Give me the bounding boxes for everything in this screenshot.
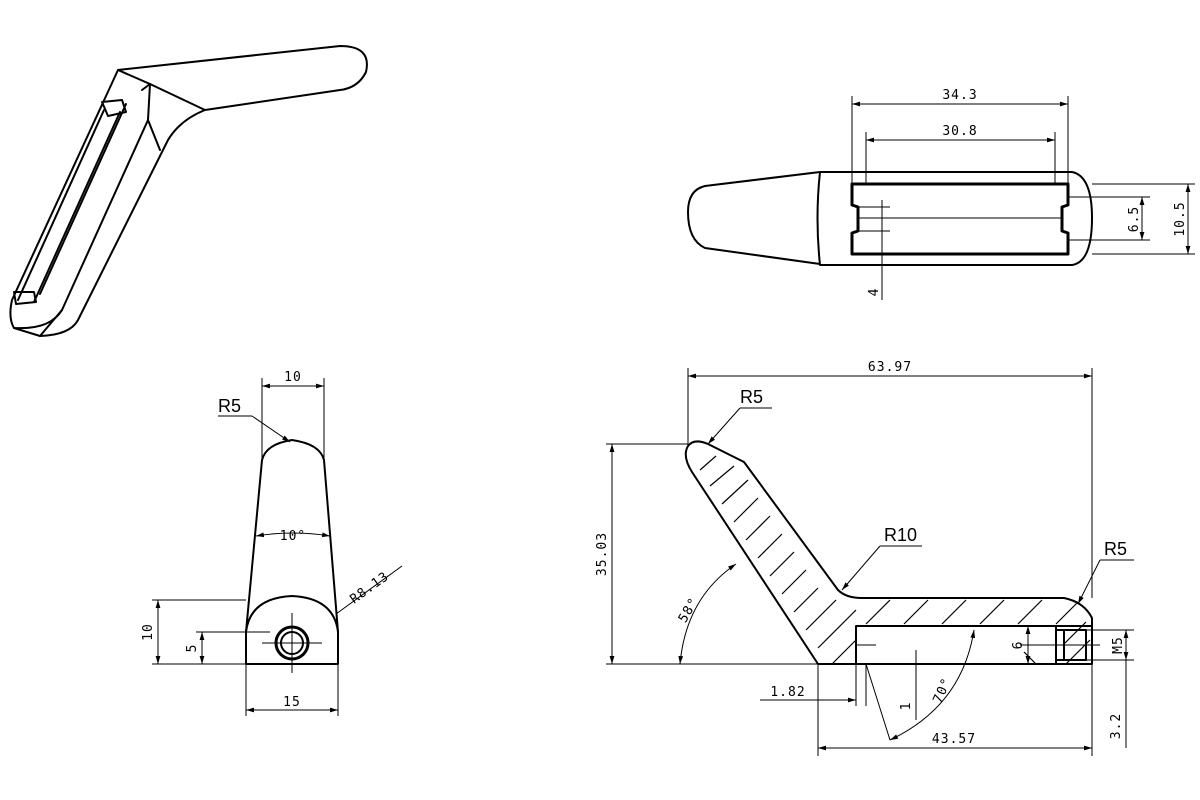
dim-overall-height: 35.03	[595, 532, 610, 576]
radius-end-label: R5	[1104, 539, 1127, 559]
top-view: 34.3 30.8 10.5 6.5 4	[687, 88, 1195, 300]
dim-offset: 1.82	[770, 685, 805, 700]
radius-bend-label: R10	[884, 525, 917, 545]
dim-base-length: 43.57	[932, 732, 976, 747]
dim-slot: 4	[867, 288, 882, 297]
dim-height: 10	[141, 623, 156, 641]
dim-width-outer: 34.3	[942, 88, 977, 103]
dim-height-outer: 10.5	[1173, 201, 1188, 236]
dim-end-offset: 3.2	[1109, 713, 1124, 739]
dim-top-width: 10	[284, 370, 302, 385]
dim-overall-width: 63.97	[868, 360, 912, 375]
dim-chamfer-angle: 70°	[931, 675, 955, 705]
end-view: 10 R5 10° R8.13 10 5 15	[141, 370, 403, 716]
dim-bend-angle: 58°	[676, 595, 702, 625]
dim-height-inner: 6.5	[1127, 206, 1142, 232]
dim-step: 1	[899, 702, 914, 711]
dim-hole-height: 5	[185, 644, 200, 653]
dim-radius2: R8.13	[348, 569, 393, 607]
isometric-view	[9, 45, 368, 337]
radius-tip-label: R5	[740, 387, 763, 407]
dim-thread-depth: 6	[1011, 641, 1026, 650]
dim-width-inner: 30.8	[942, 124, 977, 139]
dim-thread: M5	[1111, 636, 1126, 654]
radius-label: R5	[218, 396, 241, 416]
dim-bottom-width: 15	[283, 695, 301, 710]
dim-taper: 10°	[280, 529, 306, 544]
side-section-view: 63.97 R5 35.03 58° R10 R5 M5 6 1.82	[595, 360, 1134, 756]
